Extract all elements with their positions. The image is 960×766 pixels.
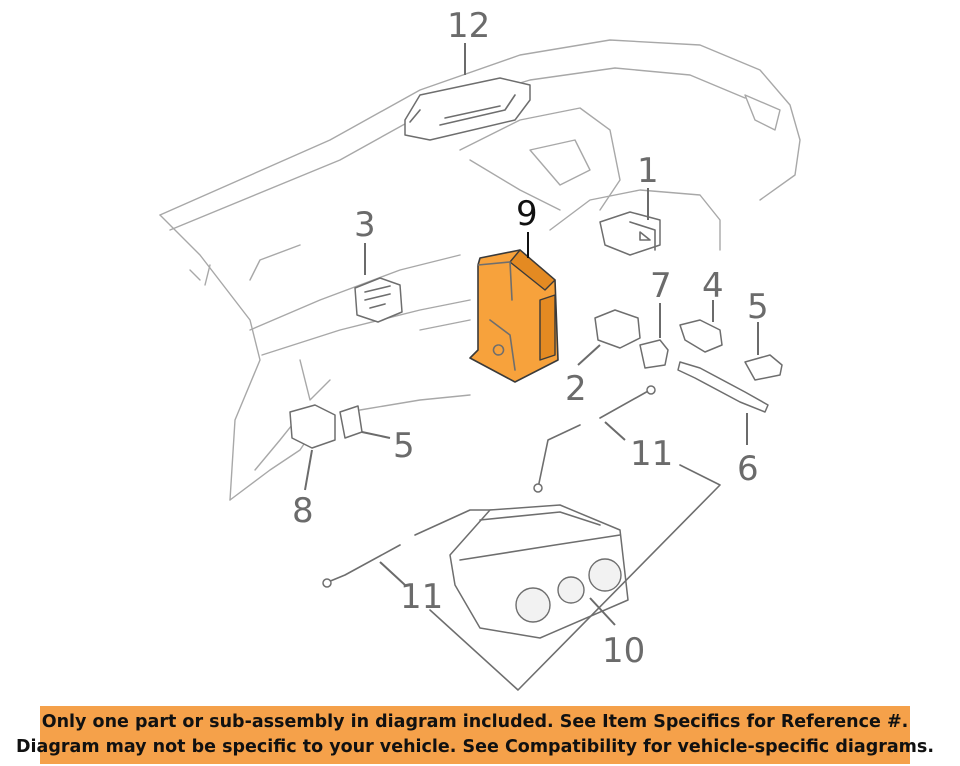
group-bracket (429, 464, 721, 691)
callout-1: 1 (637, 151, 659, 191)
part-10-climate-control[interactable] (449, 504, 629, 639)
part-5-clip-left[interactable] (339, 405, 363, 439)
callout-3: 3 (354, 205, 376, 245)
part-6-sensor[interactable] (677, 361, 769, 413)
callout-numbers: 12 1 3 9 7 4 5 2 6 5 8 11 11 10 (292, 6, 769, 671)
part-4-connector[interactable] (679, 319, 723, 353)
callout-6: 6 (737, 449, 759, 489)
part-9-control-module[interactable] (469, 249, 559, 383)
part-1-switch[interactable] (599, 211, 661, 256)
callout-11-bottom: 11 (400, 577, 443, 617)
leader-lines (304, 43, 759, 626)
callout-5-left: 5 (393, 426, 415, 466)
cable-end (322, 578, 332, 588)
knob (557, 576, 585, 604)
parts-diagram: 12 1 3 9 7 4 5 2 6 5 8 11 11 10 (159, 6, 801, 691)
disclaimer-banner: Only one part or sub-assembly in diagram… (16, 706, 934, 764)
callout-10: 10 (602, 631, 645, 671)
callout-2: 2 (565, 369, 587, 409)
part-12-display-unit[interactable] (404, 77, 531, 141)
callout-4: 4 (702, 266, 724, 306)
part-8-switch[interactable] (289, 404, 336, 449)
part-3-switch[interactable] (354, 277, 403, 323)
callout-5-right: 5 (747, 287, 769, 327)
disclaimer-line-2: Diagram may not be specific to your vehi… (16, 737, 934, 757)
callout-8: 8 (292, 491, 314, 531)
part-2-switch[interactable] (594, 309, 641, 349)
part-5-clip-right[interactable] (744, 354, 783, 381)
cable-end (646, 385, 656, 395)
knob (515, 587, 551, 623)
disclaimer-line-1: Only one part or sub-assembly in diagram… (41, 712, 909, 732)
part-11-cables[interactable] (322, 385, 656, 588)
callout-12: 12 (447, 6, 490, 46)
cable-end (533, 483, 543, 493)
callout-9: 9 (516, 194, 538, 234)
callout-11-top: 11 (630, 434, 673, 474)
callout-7: 7 (650, 266, 672, 306)
part-7-knob[interactable] (639, 339, 669, 369)
knob (588, 558, 622, 592)
